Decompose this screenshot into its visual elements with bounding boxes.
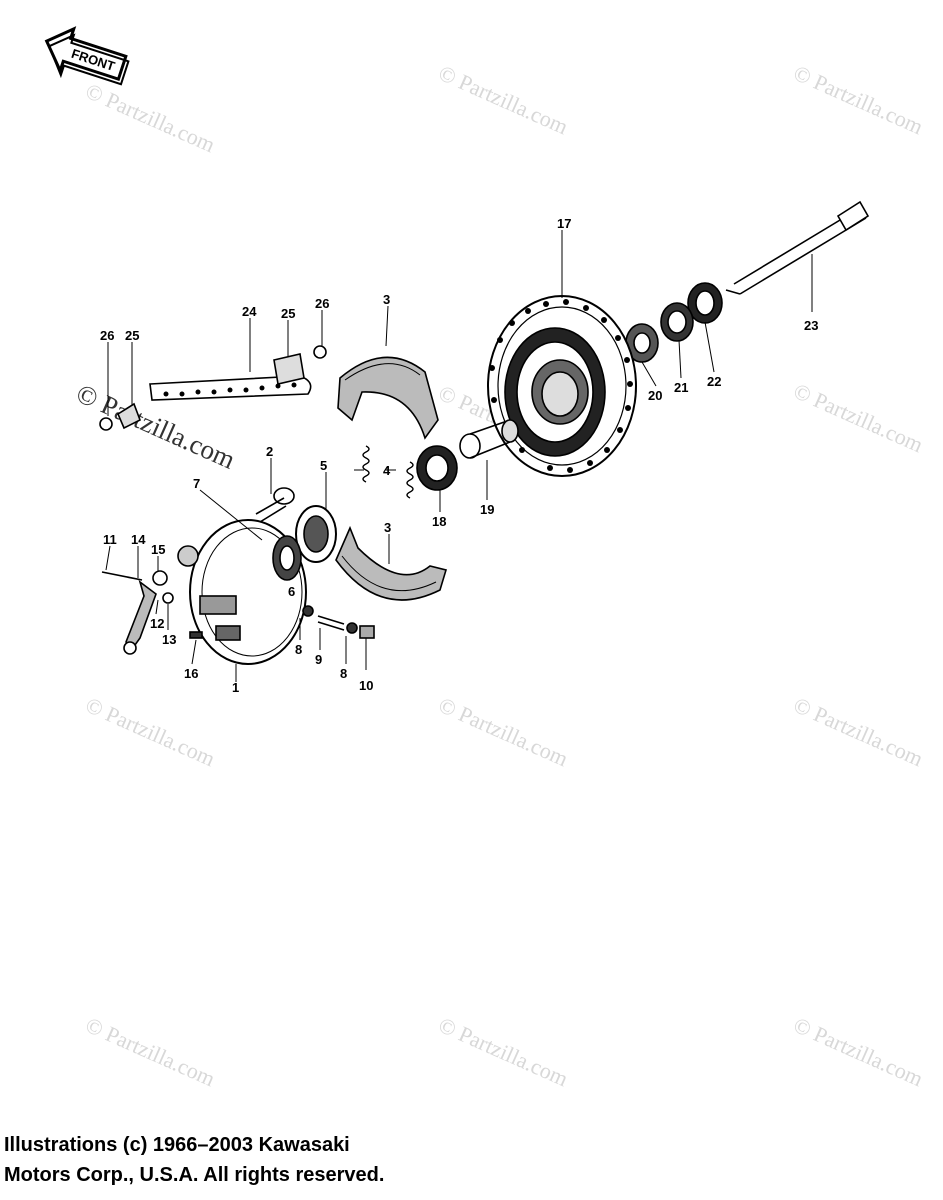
callout-12: 12: [150, 616, 164, 631]
callout-7: 7: [193, 476, 200, 491]
callout-8: 8: [295, 642, 302, 657]
spring: [362, 445, 414, 499]
callout-11: 11: [103, 532, 117, 547]
callout-13: 13: [162, 632, 176, 647]
callout-3: 3: [383, 292, 390, 307]
callout-1: 1: [232, 680, 239, 695]
axle: [725, 200, 870, 295]
seal: [295, 505, 337, 563]
callout-16: 16: [184, 666, 198, 681]
callout-17: 17: [557, 216, 571, 231]
callout-5: 5: [320, 458, 327, 473]
hub: [487, 295, 637, 477]
bearing-18: [416, 445, 458, 491]
torque-link: [99, 345, 327, 431]
callout-18: 18: [432, 514, 446, 529]
callout-22: 22: [707, 374, 721, 389]
speedometer-gear: [272, 535, 302, 581]
callout-14: 14: [131, 532, 146, 547]
callout-19: 19: [480, 502, 494, 517]
front-arrow-icon: FRONT: [44, 26, 130, 86]
callout-26: 26: [100, 328, 114, 343]
callout-21: 21: [674, 380, 688, 395]
brake-cam: [255, 487, 295, 523]
callout-25: 25: [125, 328, 139, 343]
callout-23: 23: [804, 318, 818, 333]
callout-24: 24: [242, 304, 257, 319]
spacer: [459, 419, 519, 459]
callout-6: 6: [288, 584, 295, 599]
brake-shoe-lower: [335, 525, 448, 601]
callout-26: 26: [315, 296, 329, 311]
callout-3: 3: [384, 520, 391, 535]
callout-8: 8: [340, 666, 347, 681]
cable-adjuster: [302, 605, 375, 639]
callout-20: 20: [648, 388, 662, 403]
bearing-21: [660, 302, 694, 342]
copyright-line-1: Illustrations (c) 1966–2003 Kawasaki: [4, 1134, 350, 1156]
callout-15: 15: [151, 542, 165, 557]
copyright-line-2: Motors Corp., U.S.A. All rights reserved…: [4, 1164, 385, 1186]
callout-10: 10: [359, 678, 373, 693]
copyright-footer: Illustrations (c) 1966–2003 Kawasaki Mot…: [4, 1130, 384, 1190]
bearing-20: [625, 323, 659, 363]
brake-lever: [101, 570, 203, 655]
bearing-22: [687, 282, 723, 324]
callout-25: 25: [281, 306, 295, 321]
callout-2: 2: [266, 444, 273, 459]
callout-9: 9: [315, 652, 322, 667]
callout-4: 4: [383, 463, 391, 478]
brake-shoe-upper: [337, 356, 439, 440]
